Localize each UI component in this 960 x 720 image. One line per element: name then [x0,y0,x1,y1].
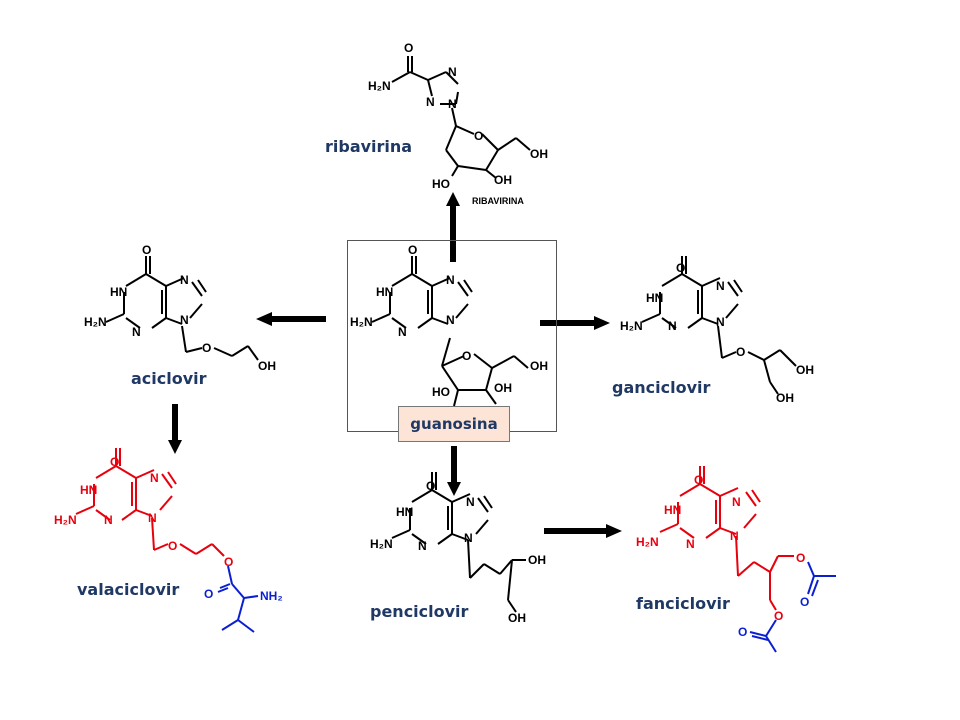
atom-label: HN [80,483,97,497]
valaciclovir-atoms: O HN N H₂N N N O O O NH₂ [54,455,283,603]
atom-label: N [730,529,739,543]
atom-label: O [426,479,435,493]
atom-label: HO [432,385,450,399]
atom-label: HO [432,177,450,191]
atom-label: O [694,473,703,487]
atom-label: N [448,65,457,79]
ribavirina-caption: RIBAVIRINA [472,196,524,206]
atom-label: N [180,273,189,287]
atom-label: N [716,279,725,293]
arrow-to-aciclovir [256,312,326,326]
atom-label: H₂N [620,319,643,333]
atom-label: H₂N [368,79,391,93]
valaciclovir-purine [75,447,225,557]
arrow-aciclovir-to-valaciclovir [168,404,182,454]
fanciclovir-esters [749,561,836,653]
atom-label: N [732,495,741,509]
atom-label: HN [110,285,127,299]
atom-label: O [774,609,783,623]
ganciclovir-label: ganciclovir [612,378,711,397]
atom-label: O [168,539,177,553]
arrow-to-penciclovir [447,446,461,496]
atom-label: H₂N [636,535,659,549]
ganciclovir-structure [641,255,797,395]
atom-label: HN [376,285,393,299]
ganciclovir-atoms: O HN N H₂N N N O OH OH [620,261,814,405]
fanciclovir-purine [659,465,794,611]
atom-label: N [446,273,455,287]
penciclovir-label: penciclovir [370,602,469,621]
atom-label: N [150,471,159,485]
valaciclovir-label: valaciclovir [77,580,180,599]
atom-label: N [132,325,141,339]
atom-label: OH [528,553,546,567]
atom-label: O [224,555,233,569]
atom-label: OH [494,381,512,395]
atom-label: OH [508,611,526,625]
atom-label: N [716,315,725,329]
atom-label: N [418,539,427,553]
atom-label: O [462,349,471,363]
atom-label: O [800,595,809,609]
ribavirina-structure [391,56,531,179]
arrow-to-ribavirina [446,192,460,262]
atom-label: N [148,511,157,525]
atom-label: N [180,313,189,327]
guanosina-label: guanosina [398,406,510,442]
atom-label: N [686,537,695,551]
valaciclovir-ester [217,565,259,633]
guanosina-frame [347,240,557,432]
atom-label: H₂N [54,513,77,527]
fanciclovir-label: fanciclovir [636,594,730,613]
atom-label: N [446,313,455,327]
atom-label: HN [396,505,413,519]
arrow-to-ganciclovir [540,316,610,330]
fanciclovir-atoms: O HN N H₂N N N O O O O [636,473,809,639]
atom-label: O [676,261,685,275]
atom-label: N [104,513,113,527]
atom-label: H₂N [370,537,393,551]
atom-label: N [398,325,407,339]
atom-label: O [408,243,417,257]
atom-label: N [426,95,435,109]
atom-label: NH₂ [260,589,283,603]
aciclovir-atoms: O HN N H₂N N N O OH [84,243,276,373]
atom-label: HN [646,291,663,305]
atom-label: OH [796,363,814,377]
atom-label: O [202,341,211,355]
atom-label: OH [530,359,548,373]
ribavirina-label: ribavirina [325,137,413,156]
atom-label: H₂N [84,315,107,329]
atom-label: O [110,455,119,469]
atom-label: OH [494,173,512,187]
penciclovir-atoms: O HN N H₂N N N OH OH [370,479,546,625]
atom-label: O [204,587,213,601]
atom-label: N [448,97,457,111]
atom-label: O [474,129,483,143]
guanosina-atoms: O HN N H₂N N N O OH HO OH [350,243,548,399]
atom-label: O [738,625,747,639]
atom-label: OH [530,147,548,161]
atom-label: H₂N [350,315,373,329]
atom-label: O [404,41,413,55]
atom-label: OH [776,391,794,405]
penciclovir-structure [391,471,526,613]
arrow-penciclovir-to-fanciclovir [544,524,622,538]
atom-label: O [736,345,745,359]
atom-label: OH [258,359,276,373]
atom-label: N [464,531,473,545]
atom-label: O [796,551,805,565]
aciclovir-label: aciclovir [131,369,207,388]
ribavirina-atoms: O H₂N N N N O OH HO OH RIBAVIRINA [368,41,548,206]
atom-label: N [466,495,475,509]
aciclovir-structure [105,255,259,361]
atom-label: N [668,319,677,333]
atom-label: HN [664,503,681,517]
atom-label: O [142,243,151,257]
